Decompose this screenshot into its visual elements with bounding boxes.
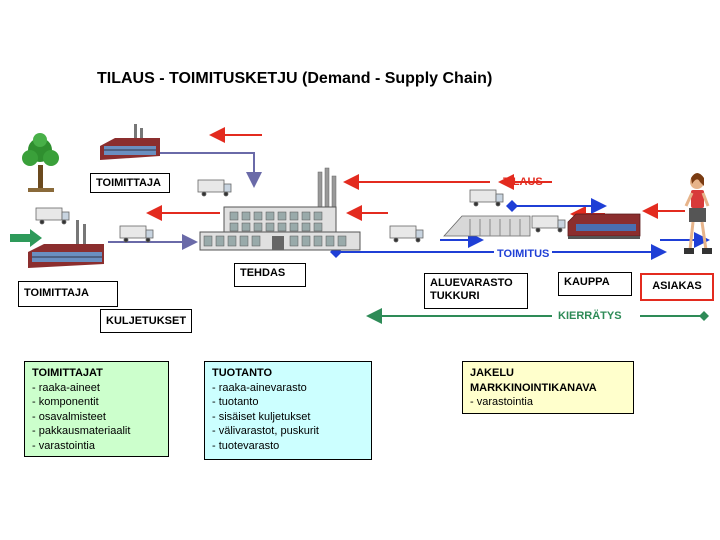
truck-icon bbox=[35, 179, 566, 243]
suppliers-box-heading: TOIMITTAJAT bbox=[32, 367, 103, 379]
transport-label: KULJETUKSET bbox=[100, 309, 192, 333]
warehouse-label-line1: ALUEVARASTO bbox=[430, 277, 513, 289]
distribution-box-heading-line1: JAKELU bbox=[470, 367, 515, 379]
warehouse-label-line2: TUKKURI bbox=[430, 290, 480, 302]
supplier-top-label: TOIMITTAJA bbox=[90, 173, 170, 193]
list-item: - raaka-ainevarasto bbox=[212, 381, 307, 394]
list-item: - tuotanto bbox=[212, 396, 259, 408]
supplier-left-label: TOIMITTAJA bbox=[18, 281, 118, 307]
list-item: - varastointia bbox=[32, 439, 95, 452]
order-arrows bbox=[146, 127, 685, 222]
list-item: - välivarastot, puskurit bbox=[212, 425, 319, 437]
list-item: - raaka-aineet bbox=[32, 381, 100, 394]
page-title: TILAUS - TOIMITUSKETJU (Demand - Supply … bbox=[97, 70, 493, 87]
list-item: - tuotevarasto bbox=[212, 439, 280, 452]
production-box-heading: TUOTANTO bbox=[212, 367, 273, 379]
list-item: - varastointia bbox=[470, 396, 533, 408]
customer-figure-icon bbox=[684, 173, 712, 254]
recycling-flow-label: KIERRÄTYS bbox=[558, 310, 622, 322]
warehouse-label: ALUEVARASTO TUKKURI bbox=[424, 273, 528, 309]
list-item: - osavalmisteet bbox=[32, 410, 106, 423]
list-item: - komponentit bbox=[32, 396, 99, 408]
distribution-box: JAKELU MARKKINOINTIKANAVA - varastointia bbox=[462, 361, 634, 414]
shop-icon bbox=[567, 213, 641, 239]
suppliers-box: TOIMITTAJAT - raaka-aineet - komponentit… bbox=[24, 361, 169, 457]
warehouse-icon bbox=[443, 215, 531, 237]
distribution-box-heading-line2: MARKKINOINTIKANAVA bbox=[470, 381, 597, 394]
factory-icon-supplier-left bbox=[28, 220, 104, 268]
shop-label: KAUPPA bbox=[558, 272, 632, 296]
list-item: - sisäiset kuljetukset bbox=[212, 410, 311, 423]
list-item: - pakkausmateriaalit bbox=[32, 425, 131, 437]
tree-icon bbox=[22, 133, 59, 192]
inbound-arrow-icon bbox=[10, 229, 42, 247]
supply-arrows bbox=[108, 152, 262, 250]
production-box: TUOTANTO - raaka-ainevarasto - tuotanto … bbox=[204, 361, 372, 460]
factory-label: TEHDAS bbox=[234, 263, 306, 287]
customer-label: ASIAKAS bbox=[640, 273, 714, 301]
delivery-flow-label: TOIMITUS bbox=[494, 248, 553, 260]
order-flow-label: TILAUS bbox=[503, 176, 543, 188]
factory-icon-main bbox=[199, 167, 361, 251]
factory-icon-supplier-top bbox=[100, 124, 160, 160]
